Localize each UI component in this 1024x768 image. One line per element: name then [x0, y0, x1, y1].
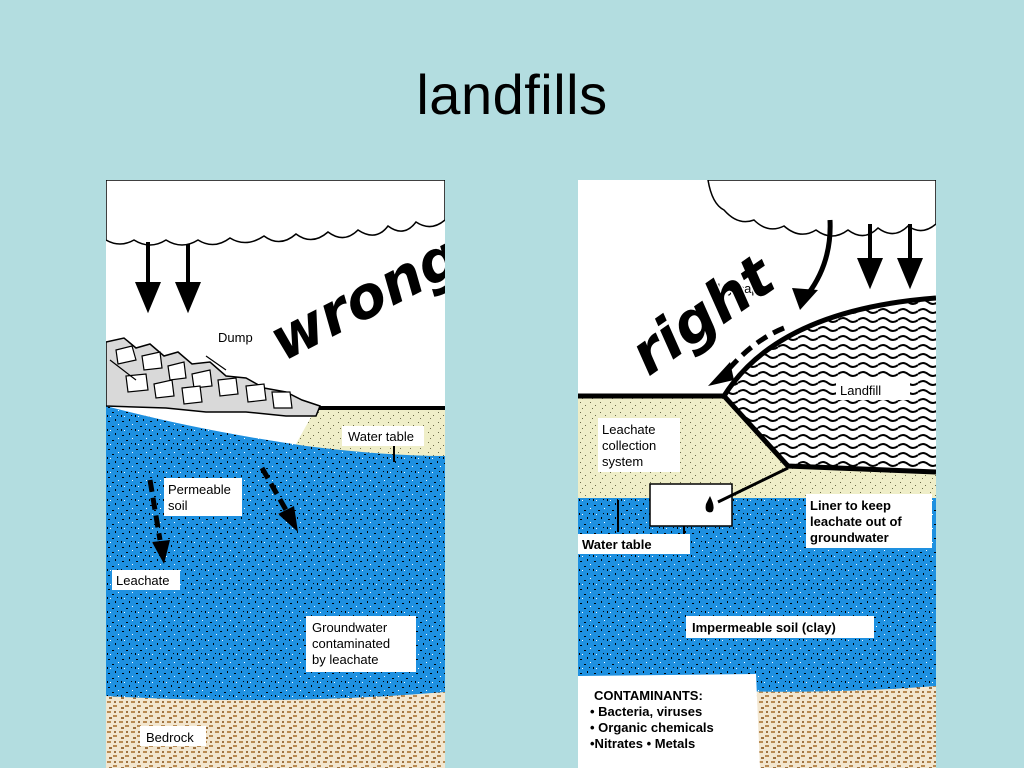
label-groundwater-2: contaminated: [312, 636, 390, 651]
label-leachate-2: collection: [602, 438, 656, 453]
contaminants-item-1: • Bacteria, viruses: [590, 704, 702, 719]
contaminants-item-2: • Organic chemicals: [590, 720, 714, 735]
label-permeable-soil-2: soil: [168, 498, 188, 513]
rain-arrows: [135, 242, 201, 314]
label-water-table: Water table: [348, 429, 414, 444]
bedrock-layer: [106, 692, 445, 768]
label-landfill: Landfill: [840, 383, 881, 398]
label-impermeable-soil: Impermeable soil (clay): [692, 620, 836, 635]
cloud: [707, 180, 936, 237]
collection-box: [649, 483, 733, 527]
label-clay-cap: Clay cap: [708, 281, 759, 296]
label-leachate-1: Leachate: [602, 422, 656, 437]
rain-arrows: [857, 224, 923, 290]
label-dump: Dump: [218, 330, 253, 345]
label-permeable-soil-1: Permeable: [168, 482, 231, 497]
dump-debris: [109, 345, 293, 409]
right-landfill-diagram: Clay cap Landfill Leachate collection sy…: [578, 180, 936, 768]
label-liner-2: leachate out of: [810, 514, 902, 529]
label-bedrock: Bedrock: [146, 730, 194, 745]
runoff-arrow: [726, 325, 785, 372]
label-groundwater-3: by leachate: [312, 652, 379, 667]
label-groundwater-1: Groundwater: [312, 620, 388, 635]
contaminants-item-3: •Nitrates • Metals: [590, 736, 695, 751]
leachate-arrows: [147, 466, 289, 541]
landfill-mound: [724, 298, 936, 472]
label-water-table: Water table: [582, 537, 652, 552]
label-liner-3: groundwater: [810, 530, 889, 545]
label-leachate-3: system: [602, 454, 643, 469]
slide-title: landfills: [416, 63, 608, 126]
contaminants-title: CONTAMINANTS:: [594, 688, 703, 703]
label-leachate: Leachate: [116, 573, 170, 588]
cloud: [106, 180, 445, 246]
clay-cap: [721, 295, 936, 398]
wrong-landfill-diagram: Dump Water table Permeable soil Leachate…: [106, 180, 445, 768]
liner: [578, 393, 936, 475]
label-liner-1: Liner to keep: [810, 498, 891, 513]
